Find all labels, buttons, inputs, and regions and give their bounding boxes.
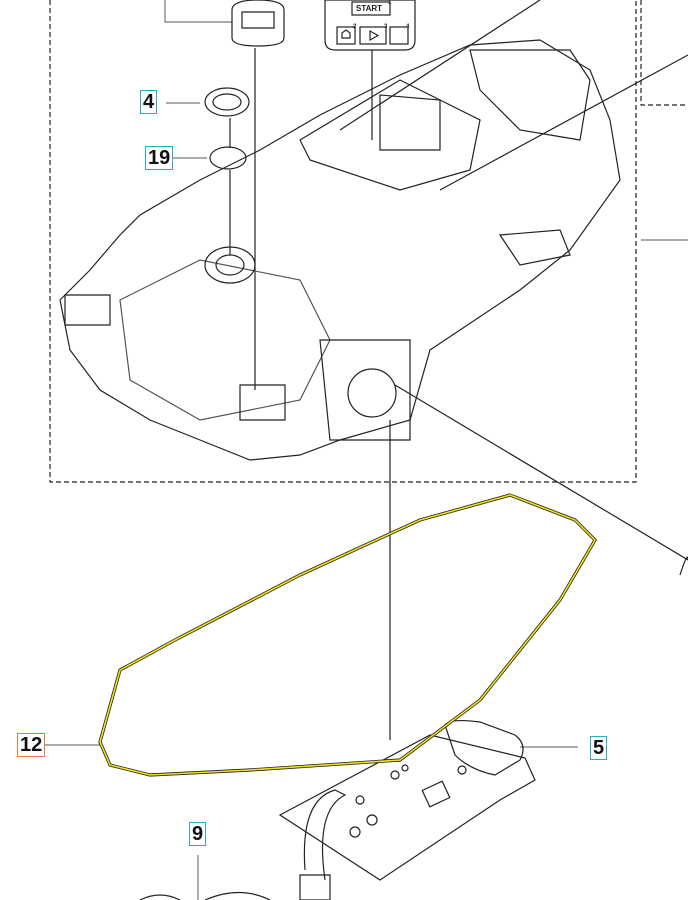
keypad-home-index: 2 bbox=[353, 24, 357, 30]
callout-12[interactable]: 12 bbox=[17, 733, 46, 757]
circuit-board-part bbox=[278, 734, 536, 881]
keypad-part bbox=[324, 0, 416, 51]
keypad-start-label: START bbox=[356, 4, 383, 13]
grommet-part bbox=[231, 0, 285, 47]
o-ring-part bbox=[209, 146, 247, 170]
callout-9[interactable]: 9 bbox=[189, 822, 207, 846]
keypad-settings-index: 4 bbox=[406, 24, 410, 30]
assembly-boundary bbox=[49, 0, 637, 483]
keypad-start-index: 1 bbox=[388, 0, 392, 6]
boundary-wire-part bbox=[98, 493, 598, 777]
callout-4[interactable]: 4 bbox=[140, 90, 158, 114]
callout-5[interactable]: 5 bbox=[590, 736, 608, 760]
assembly-boundary-right bbox=[640, 0, 688, 106]
mower-body-part bbox=[59, 39, 621, 461]
callout-19[interactable]: 19 bbox=[145, 146, 174, 170]
keypad-play-index: 3 bbox=[384, 24, 388, 30]
cap-part bbox=[204, 87, 250, 117]
